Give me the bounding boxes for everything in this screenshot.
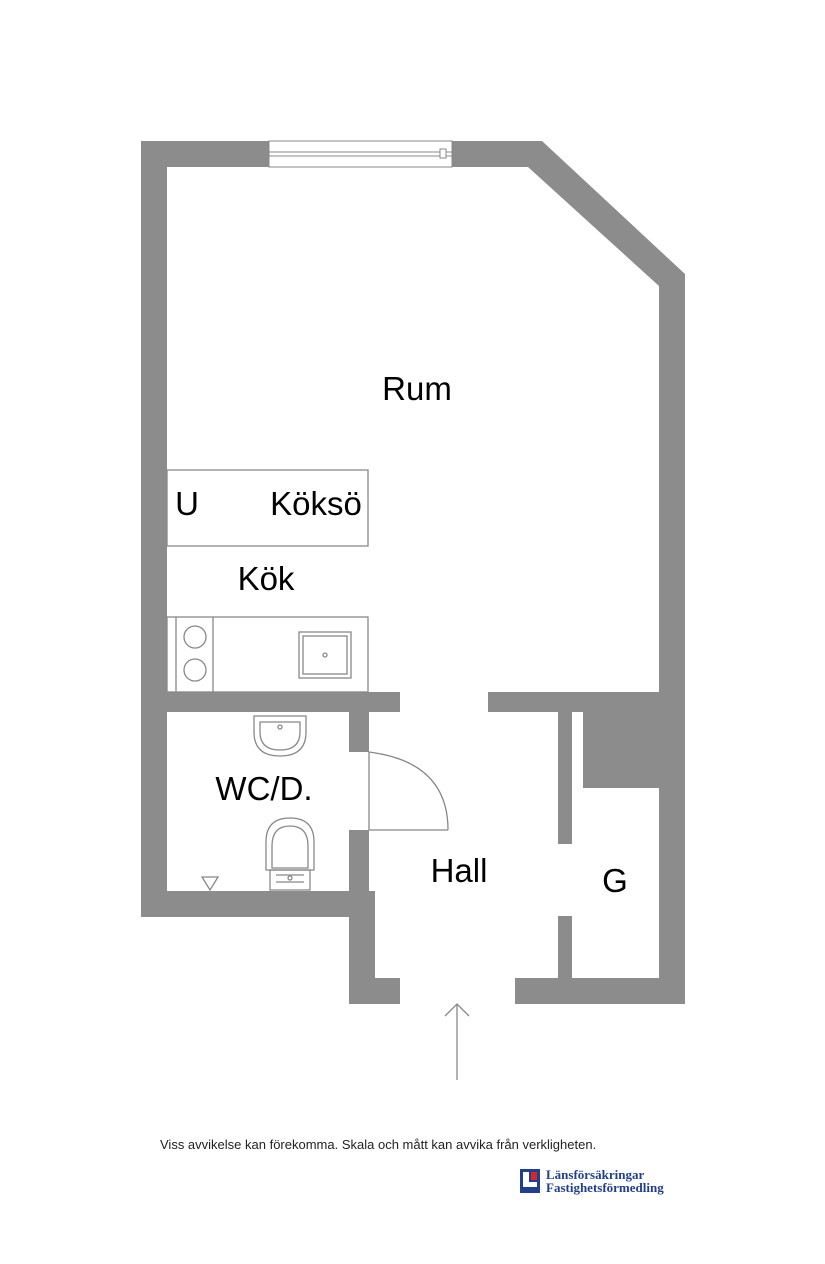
lansforsakringar-logo-icon [520,1169,540,1193]
entrance-arrow-icon [444,1003,470,1080]
wc-toilet [265,817,315,891]
room-label-g: G [602,862,628,899]
wall-bottom-right [515,978,685,1004]
wall-wc-bottom [141,891,375,917]
kitchen-counter [166,616,369,693]
wall-kitchen-wc [141,692,400,712]
brand-name: Länsförsäkringar Fastighetsförmedling [546,1168,664,1194]
door-swing [368,751,449,831]
wall-bottom-left [349,978,400,1004]
room-label-kok: Kök [238,560,295,597]
brand-logo: Länsförsäkringar Fastighetsförmedling [520,1168,664,1194]
window [268,140,453,168]
room-label-rum: Rum [382,370,452,407]
wall-hall-g-lower [558,916,572,996]
room-label-kokso: Köksö [270,485,362,522]
brand-line-2: Fastighetsförmedling [546,1180,664,1195]
wall-wc-hall-upper [349,692,369,752]
room-label-hall: Hall [431,852,488,889]
wall-diagonal [528,141,685,292]
wall-top-right [452,141,542,167]
wc-sink [253,715,307,757]
wall-right-lower [659,692,685,1004]
wall-right-upper [659,274,685,694]
kitchen-island [166,469,369,547]
wall-hall-g-upper [558,712,572,844]
room-label-wc: WC/D. [215,770,312,807]
drain-marker [200,876,220,892]
room-label-u: U [175,485,199,522]
wall-left [141,141,167,917]
brand-line-1: Länsförsäkringar [546,1167,645,1182]
disclaimer-text: Viss avvikelse kan förekomma. Skala och … [160,1137,597,1152]
walls [141,141,685,1004]
